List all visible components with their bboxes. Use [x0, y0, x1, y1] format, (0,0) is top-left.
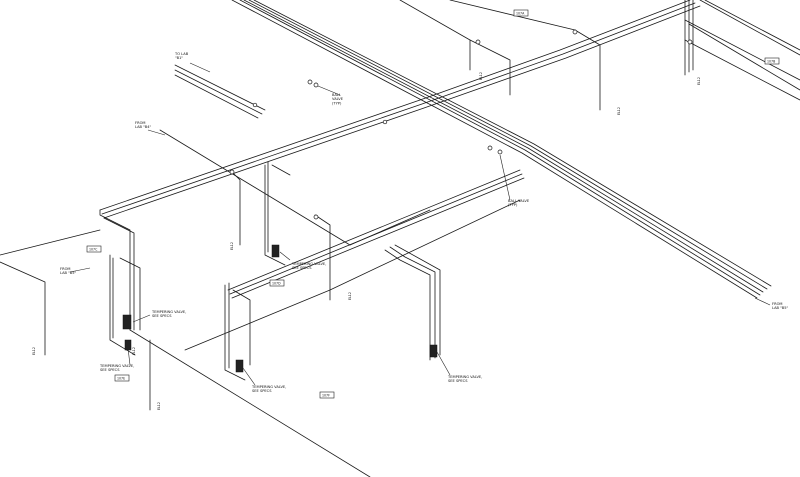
elevation-mark: EL12	[617, 107, 621, 115]
upper-left-laterals	[159, 64, 431, 246]
tempering-valve-icon	[235, 359, 244, 373]
ball-valve-icon	[307, 79, 313, 85]
tempering-valve-icon	[122, 314, 132, 330]
ball-valve-icon	[487, 145, 493, 151]
ball-valve-icon	[687, 39, 693, 45]
ball-valve-icon	[313, 82, 319, 88]
leader-lines	[69, 62, 771, 386]
callout-tempering-valve: TEMPERING VALVE,SEE SPECS	[291, 262, 326, 270]
callout-tempering-valve: TEMPERING VALVE,SEE SPECS	[251, 385, 286, 393]
tempering-valve-icon	[429, 344, 438, 358]
main-trunk-pipes	[231, 0, 772, 299]
room-tag: 107F	[319, 391, 335, 399]
elevation-mark: EL12	[230, 242, 234, 250]
room-tag-label: 107A	[516, 12, 525, 16]
callout-tempering-valve: TEMPERING VALVE,SEE SPECS	[151, 310, 186, 318]
elevation-mark: EL12	[157, 402, 161, 410]
cross-trunk-pipes	[99, 0, 701, 219]
elevation-mark: EL12	[697, 77, 701, 85]
pipe-fittings	[229, 29, 693, 220]
room-tag-label: 107E	[117, 377, 125, 381]
center-drops	[224, 161, 331, 381]
callout-to-lab-b1: TO LAB"B1"	[174, 52, 189, 60]
room-tag-label: 107F	[322, 394, 330, 398]
right-center-drops	[384, 244, 441, 361]
ball-valve-icon	[382, 119, 388, 125]
room-tag: 107B	[764, 57, 780, 65]
room-tag: 107C	[86, 245, 102, 253]
room-tag: 107D	[269, 279, 285, 287]
secondary-run	[184, 169, 525, 351]
room-tag-label: 107D	[272, 282, 281, 286]
ball-valve-icon	[229, 169, 235, 175]
left-drops	[0, 209, 371, 477]
right-top-pipes	[684, 0, 800, 101]
room-tag: 107A	[513, 9, 529, 17]
callout-tempering-valve: TEMPERING VALVE,SEE SPECS	[447, 375, 482, 383]
room-tag-label: 107B	[767, 60, 775, 64]
ball-valve-icon	[572, 29, 578, 35]
ball-valve-icon	[475, 39, 481, 45]
callout-ball-valve-right: BALL VALVE(TYP)	[508, 199, 530, 207]
tempering-fixtures	[122, 244, 438, 373]
ball-valve-icon	[252, 102, 258, 108]
elevation-mark: EL12	[479, 72, 483, 80]
ball-valve-icon	[497, 149, 503, 155]
room-tag: 107E	[114, 374, 130, 382]
ball-valve-icon	[313, 214, 319, 220]
top-branch-pipes	[399, 0, 601, 111]
elevation-mark: EL12	[348, 292, 352, 300]
tempering-valve-icon	[271, 244, 280, 258]
callout-tempering-valve: TEMPERING VALVE,SEE SPECS	[99, 364, 134, 372]
elevation-mark: EL12	[32, 347, 36, 355]
elevation-mark: EL12	[132, 347, 136, 355]
room-tag-label: 107C	[89, 248, 98, 252]
room-tags: 107A 107B 107C 107D 107E 107F	[86, 9, 780, 399]
elevation-marks: EL12 EL12 EL12 EL12 EL12 EL12 EL12 EL12	[32, 72, 701, 410]
